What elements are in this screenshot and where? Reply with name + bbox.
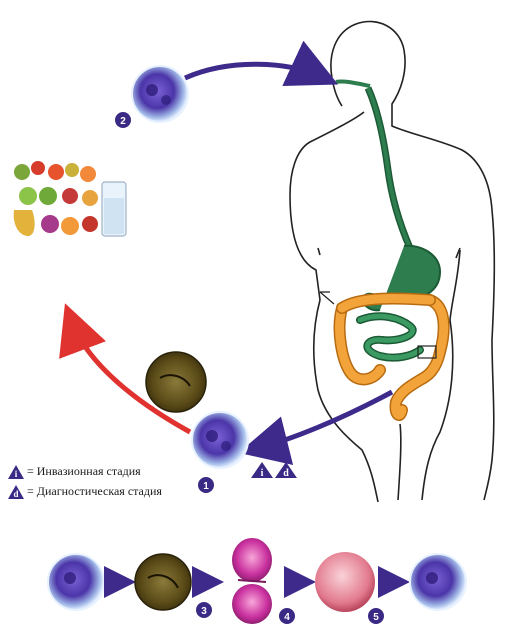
legend-infective: i = Инвазионная стадия [8,464,141,479]
stage-2-label: 2 [120,116,126,127]
ingestion-arrow [183,40,339,86]
stage-3-marker: 3 [196,602,212,618]
bottom-cyst-1 [47,553,105,611]
svg-text:d: d [13,489,18,499]
stage-2-marker: 2 [115,112,131,128]
excretion-arrow [238,389,394,465]
diagnostic-legend-icon: d [8,484,24,499]
svg-text:3: 3 [201,606,207,617]
svg-text:d: d [283,468,289,479]
bottom-round-cell [315,552,375,612]
diagnostic-stage-marker: d [275,462,297,479]
infective-stage-marker: i [251,462,273,479]
digestive-tract [319,79,450,422]
fruit-and-water-icon [13,161,127,237]
stage-1-cyst [191,411,249,469]
legend-infective-text: = Инвазионная стадия [27,464,141,478]
svg-text:5: 5 [373,612,379,623]
stage-4-marker: 4 [279,608,295,624]
trophozoite-cell-icon [145,351,207,413]
legend-diagnostic: d = Диагностическая стадия [8,484,162,499]
environment-arrow [59,303,192,435]
cyst-cell-icon [131,65,189,123]
svg-text:i: i [15,469,18,479]
human-body-outline-icon [289,20,496,503]
bottom-dividing-cell [232,538,272,624]
bottom-stage-sequence [47,538,467,624]
bottom-cyst-2 [409,553,467,611]
svg-text:4: 4 [284,612,290,623]
stage-1-marker: 1 [198,477,214,493]
stage-5-marker: 5 [368,608,384,624]
svg-text:i: i [261,468,264,479]
legend-diagnostic-text: = Диагностическая стадия [27,484,162,498]
infective-legend-icon: i [8,464,24,479]
stage-1-label: 1 [203,481,209,492]
bottom-trophozoite [134,553,192,611]
